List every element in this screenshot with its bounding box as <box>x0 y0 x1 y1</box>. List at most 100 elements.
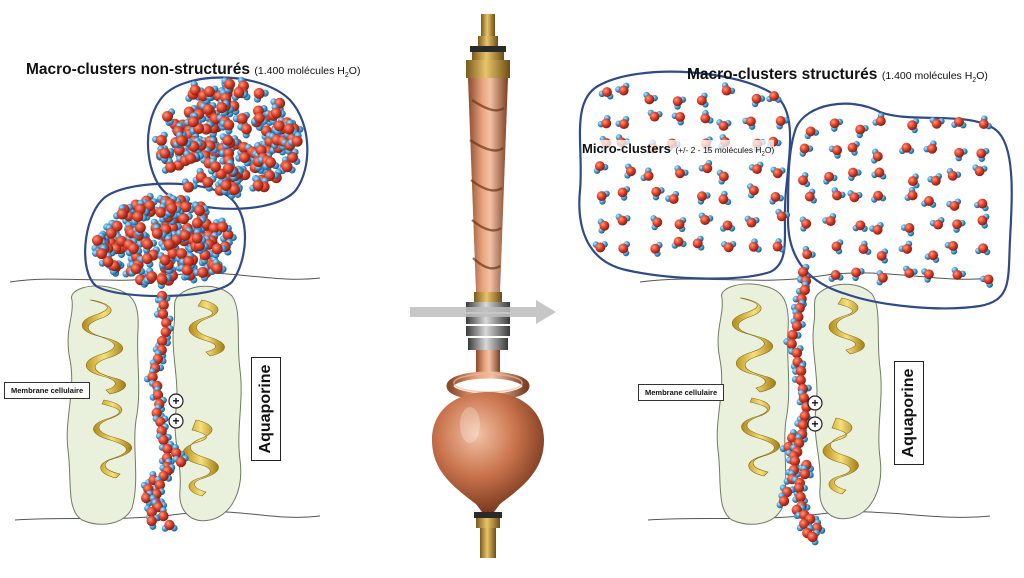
water-molecule-icon <box>222 159 237 176</box>
molecule-group-channel-left <box>140 290 189 532</box>
water-molecule-icon <box>287 131 303 147</box>
left-aquaporin-label: Aquaporine <box>251 357 281 461</box>
water-molecule-icon <box>671 111 686 126</box>
water-molecule-icon <box>176 210 193 225</box>
charge-plus-text: + <box>811 396 818 410</box>
water-molecule-icon <box>748 238 762 253</box>
water-molecule-icon <box>898 240 913 254</box>
water-molecule-icon <box>249 176 264 192</box>
water-molecule-icon <box>700 109 714 124</box>
water-molecule-icon <box>651 186 665 201</box>
structured-cluster-outline-right <box>786 102 1013 310</box>
water-molecule-icon <box>152 131 168 146</box>
left-subtitle-prefix: (1.400 molécules H <box>254 65 345 77</box>
water-molecule-icon <box>131 211 148 226</box>
water-molecule-icon <box>804 126 820 140</box>
water-molecule-icon <box>775 208 791 222</box>
aquaporin-protein-right <box>812 283 882 520</box>
water-molecule-icon <box>592 241 608 253</box>
water-molecule-icon <box>199 102 217 115</box>
water-molecule-icon <box>151 224 167 239</box>
micro-title-text: Micro-clusters <box>582 141 671 156</box>
water-molecule-icon <box>597 114 612 129</box>
water-molecule-icon <box>823 171 838 185</box>
water-molecule-icon <box>615 213 631 226</box>
water-molecule-icon <box>972 164 988 177</box>
plus-charge-icon: + <box>807 395 823 411</box>
right-cluster-title: Macro-clusters structurés (1.400 molécul… <box>687 66 988 84</box>
water-molecule-icon <box>788 345 804 359</box>
water-molecule-icon <box>799 216 812 232</box>
water-molecule-icon <box>921 196 937 208</box>
molecule-group-structured-right <box>797 112 994 290</box>
micro-clusters-label: Micro-clusters (+/- 2 - 15 molécules H2O… <box>582 140 775 158</box>
water-molecule-icon <box>157 252 171 269</box>
water-molecule-icon <box>974 198 989 212</box>
left-cluster-title: Macro-clusters non-structurés (1.400 mol… <box>26 61 360 79</box>
water-molecule-icon <box>804 188 817 204</box>
water-molecule-icon <box>978 115 992 130</box>
molecule-group-structured-left <box>592 82 791 257</box>
water-molecule-icon <box>951 266 966 280</box>
water-molecule-icon <box>113 204 128 220</box>
water-molecule-icon <box>742 116 756 130</box>
water-molecule-icon <box>851 267 865 282</box>
water-molecule-icon <box>904 186 918 201</box>
water-molecule-icon <box>618 241 631 257</box>
water-molecule-icon <box>125 242 143 257</box>
water-molecule-icon <box>831 239 844 255</box>
water-molecule-icon <box>141 490 154 507</box>
water-molecule-icon <box>746 183 759 199</box>
water-molecule-icon <box>903 265 918 279</box>
micro-subtitle-sub: 2 <box>761 151 765 158</box>
charge-plus-text: + <box>172 414 179 428</box>
helix-icon <box>731 297 865 495</box>
water-molecule-icon <box>921 268 934 283</box>
water-molecule-icon <box>798 172 811 188</box>
water-molecule-icon <box>674 165 689 179</box>
right-subtitle: (1.400 molécules H2O) <box>882 70 988 85</box>
water-molecule-icon <box>847 190 863 203</box>
water-molecule-icon <box>716 169 729 185</box>
water-molecule-icon <box>235 152 251 167</box>
water-molecule-icon <box>719 220 736 232</box>
membrane-bottom-line <box>647 511 991 521</box>
water-molecule-icon <box>802 245 816 260</box>
water-molecule-icon <box>674 217 687 233</box>
water-molecule-icon <box>647 109 663 122</box>
left-subtitle-sub: 2 <box>344 72 349 80</box>
water-molecule-icon <box>162 108 176 126</box>
micro-subtitle: (+/- 2 - 15 molécules H2O) <box>675 145 774 158</box>
water-molecule-icon <box>158 441 175 455</box>
water-molecule-icon <box>207 157 221 175</box>
water-molecule-icon <box>855 124 869 139</box>
right-subtitle-suffix: O) <box>976 70 988 82</box>
aquaporin-protein-right <box>172 285 242 522</box>
water-molecule-icon <box>828 270 844 282</box>
arrow-right-icon <box>410 300 556 324</box>
water-molecule-icon <box>697 191 711 205</box>
water-molecule-icon <box>924 250 940 263</box>
water-molecule-icon <box>597 218 610 234</box>
water-molecule-icon <box>146 514 160 530</box>
water-molecule-icon <box>946 167 962 181</box>
water-molecule-icon <box>671 236 687 249</box>
water-molecule-icon <box>262 157 280 170</box>
left-subtitle-suffix: O) <box>348 65 361 77</box>
right-subtitle-sub: 2 <box>972 77 977 85</box>
water-molecule-icon <box>698 212 714 225</box>
water-molecule-icon <box>191 228 207 244</box>
water-molecule-icon <box>216 99 230 117</box>
water-molecule-icon <box>796 389 810 406</box>
water-molecule-icon <box>640 167 654 182</box>
molecule-group-unstructured-bottom <box>91 192 237 289</box>
water-molecule-icon <box>871 190 887 203</box>
water-molecule-icon <box>650 241 663 257</box>
water-molecule-icon <box>870 148 883 164</box>
water-molecule-icon <box>929 216 945 230</box>
water-molecule-icon <box>172 455 189 468</box>
charge-plus-text: + <box>172 394 179 408</box>
water-molecule-icon <box>160 325 174 341</box>
water-molecule-icon <box>822 213 837 227</box>
